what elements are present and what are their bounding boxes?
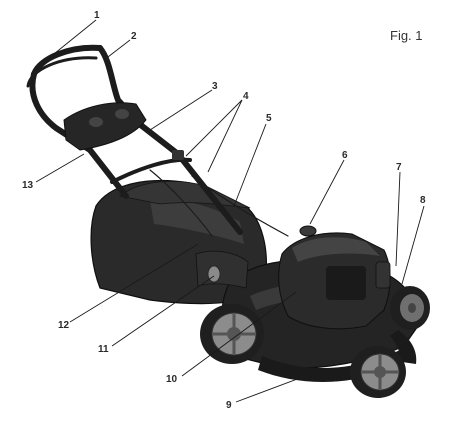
control-button-right <box>115 109 129 119</box>
air-filter <box>375 261 391 289</box>
handle-clamp <box>172 150 184 160</box>
callout-12: 12 <box>58 320 70 331</box>
handle-top-bar <box>31 44 103 77</box>
leader-7 <box>395 171 401 267</box>
control-cable <box>191 175 289 237</box>
callout-2: 2 <box>131 31 137 42</box>
leader-2 <box>103 39 131 61</box>
control-bail <box>26 56 98 88</box>
leader-6 <box>309 159 345 225</box>
callout-3: 3 <box>212 81 218 92</box>
engine-cover-top <box>292 237 380 262</box>
leader-12 <box>69 243 199 323</box>
leader-3 <box>149 89 213 131</box>
leader-4b <box>207 99 243 173</box>
upper-handle-left <box>29 71 93 153</box>
leader-1 <box>43 19 97 63</box>
leader-10 <box>181 291 297 377</box>
handle-cross-bar <box>110 157 192 184</box>
control-button-left <box>89 117 103 127</box>
handle-control-box <box>63 102 147 151</box>
engine <box>278 225 391 330</box>
callout-6: 6 <box>342 150 348 161</box>
far-wheel-hub <box>408 303 416 313</box>
grass-bag-highlight <box>150 199 244 244</box>
callout-7: 7 <box>396 162 402 173</box>
figure-title: Fig. 1 <box>390 28 423 43</box>
callout-9: 9 <box>226 400 232 411</box>
leader-5 <box>233 123 267 207</box>
lawnmower-illustration <box>26 44 430 398</box>
oil-cap <box>299 225 317 237</box>
leader-lines <box>35 19 425 403</box>
callout-1: 1 <box>94 10 100 21</box>
callout-13: 13 <box>22 180 34 191</box>
upper-handle-right <box>97 45 145 129</box>
handle-assembly <box>26 44 289 237</box>
engine-fins <box>326 266 366 300</box>
callout-8: 8 <box>420 195 426 206</box>
control-cable-2 <box>149 169 213 237</box>
leader-11 <box>111 275 215 347</box>
callout-numbers: 1 2 3 4 5 6 7 8 9 10 11 12 13 <box>22 10 426 411</box>
rear-wheel <box>200 304 264 364</box>
callout-10: 10 <box>166 374 178 385</box>
far-front-wheel <box>390 286 430 330</box>
leader-8 <box>401 205 425 285</box>
leader-9 <box>235 377 301 403</box>
height-adjust-knob <box>207 265 221 283</box>
lower-handle-left <box>87 147 129 199</box>
leader-13 <box>35 153 85 183</box>
callout-5: 5 <box>266 113 272 124</box>
leader-4a <box>185 99 243 157</box>
front-bumper <box>390 330 417 364</box>
front-wheel <box>350 346 406 398</box>
callout-11: 11 <box>98 344 109 355</box>
callout-4: 4 <box>243 91 249 102</box>
